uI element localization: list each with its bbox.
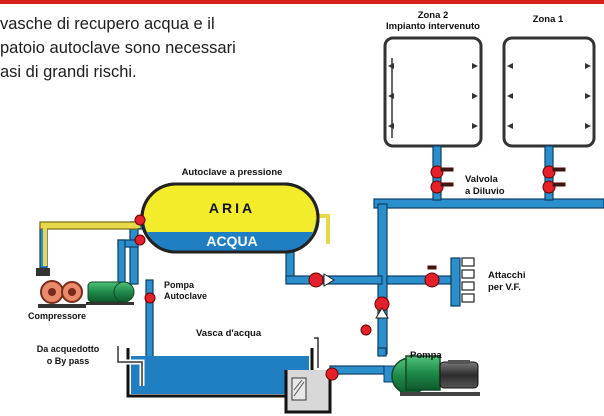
pompa-autoclave-subtitle: Autoclave: [164, 291, 207, 301]
valve-pump-inlet: [325, 367, 339, 381]
compressore-unit: [36, 268, 86, 308]
valvola-title: Valvola: [465, 174, 498, 185]
intro-line-2: patoio autoclave sono necessari: [0, 39, 236, 57]
top-accent-bar: [0, 0, 604, 4]
zona-1-title: Zona 1: [533, 14, 564, 25]
zona-2-title: Zona 2: [418, 10, 449, 21]
valve-zona-2-lower: [430, 180, 454, 194]
attacchi-title: Attacchi: [488, 270, 525, 281]
autoclave-title: Autoclave a pressione: [182, 167, 283, 178]
valve-vasca: [360, 324, 372, 336]
valvola-subtitle: a Diluvio: [465, 186, 505, 197]
pompa-label: Pompa: [410, 350, 442, 361]
zona-2-subtitle: Impianto intervenuto: [386, 21, 480, 32]
zona-1-rack: [502, 36, 596, 148]
attacchi-connectors: [461, 257, 475, 303]
valve-riser: [374, 296, 390, 319]
pipe-network: [39, 145, 604, 381]
valve-zona-1-lower: [542, 180, 566, 194]
zona-2-rack: [383, 36, 483, 148]
valve-zona-1-upper: [542, 165, 566, 179]
pompa-autoclave-unit: [86, 281, 135, 305]
compressore-label: Compressore: [28, 311, 86, 321]
acqua-label: ACQUA: [206, 233, 257, 249]
air-line: [43, 224, 140, 266]
aria-label: ARIA: [209, 200, 255, 216]
intro-line-1: vasche di recupero acqua e il: [0, 15, 215, 33]
valve-attacchi: [424, 265, 440, 288]
intro-paragraph: vasche di recupero acqua e il patoio aut…: [0, 12, 330, 84]
attacchi-subtitle: per V.F.: [488, 282, 521, 293]
valve-compressor-1: [134, 214, 146, 226]
valve-autoclave-outlet: [308, 272, 335, 288]
vasca-label: Vasca d'acqua: [196, 328, 262, 339]
main-pump: [383, 355, 480, 396]
acquedotto-title: Da acquedotto: [37, 344, 100, 354]
valves: [134, 165, 566, 381]
water-tank: [126, 348, 332, 414]
valve-pompa-autoclave: [144, 292, 156, 304]
valve-zona-2-upper: [430, 165, 454, 179]
valve-compressor-2: [134, 234, 146, 246]
intro-line-3: asi di grandi rischi.: [0, 63, 137, 81]
acquedotto-subtitle: o By pass: [47, 356, 90, 366]
pompa-autoclave-title: Pompa: [164, 280, 195, 290]
